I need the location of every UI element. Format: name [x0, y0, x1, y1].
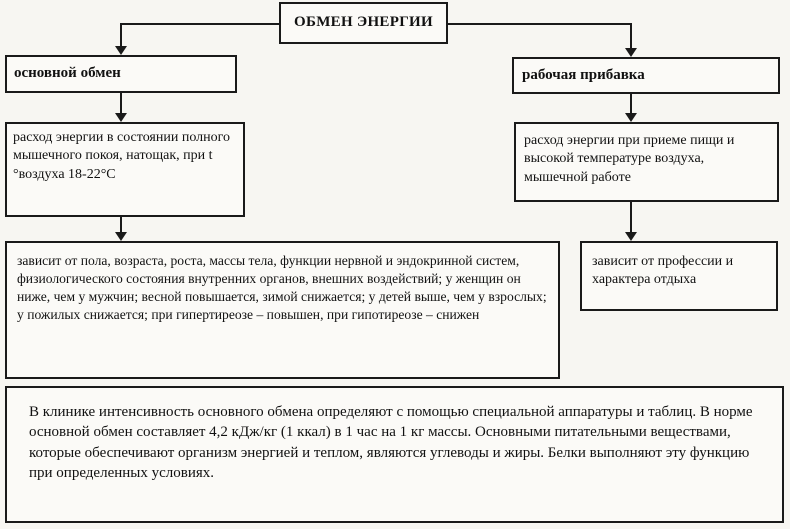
connector-left-drop	[120, 23, 122, 46]
connector-work-desc-to-dep	[630, 202, 632, 232]
basal-metabolism-description: расход энергии в состоянии полного мышеч…	[5, 122, 245, 217]
work-increment-node: рабочая прибавка	[512, 57, 780, 94]
connector-work-to-desc	[630, 94, 632, 113]
connector-right-drop	[630, 23, 632, 48]
work-increment-dependencies: зависит от профессии и характера отдыха	[580, 241, 778, 311]
arrow-to-basal-dep	[115, 232, 127, 241]
connector-title-left	[121, 23, 279, 25]
arrow-to-work-desc	[625, 113, 637, 122]
basal-metabolism-dependencies: зависит от пола, возраста, роста, массы …	[5, 241, 560, 379]
connector-title-right	[448, 23, 631, 25]
diagram-title: ОБМЕН ЭНЕРГИИ	[279, 2, 448, 44]
arrow-to-work	[625, 48, 637, 57]
work-increment-description: расход энергии при приеме пищи и высокой…	[514, 122, 779, 202]
arrow-to-basal	[115, 46, 127, 55]
connector-basal-to-desc	[120, 93, 122, 113]
connector-basal-desc-to-dep	[120, 217, 122, 232]
basal-metabolism-node: основной обмен	[5, 55, 237, 93]
clinical-note: В клинике интенсивность основного обмена…	[5, 386, 784, 523]
arrow-to-work-dep	[625, 232, 637, 241]
arrow-to-basal-desc	[115, 113, 127, 122]
